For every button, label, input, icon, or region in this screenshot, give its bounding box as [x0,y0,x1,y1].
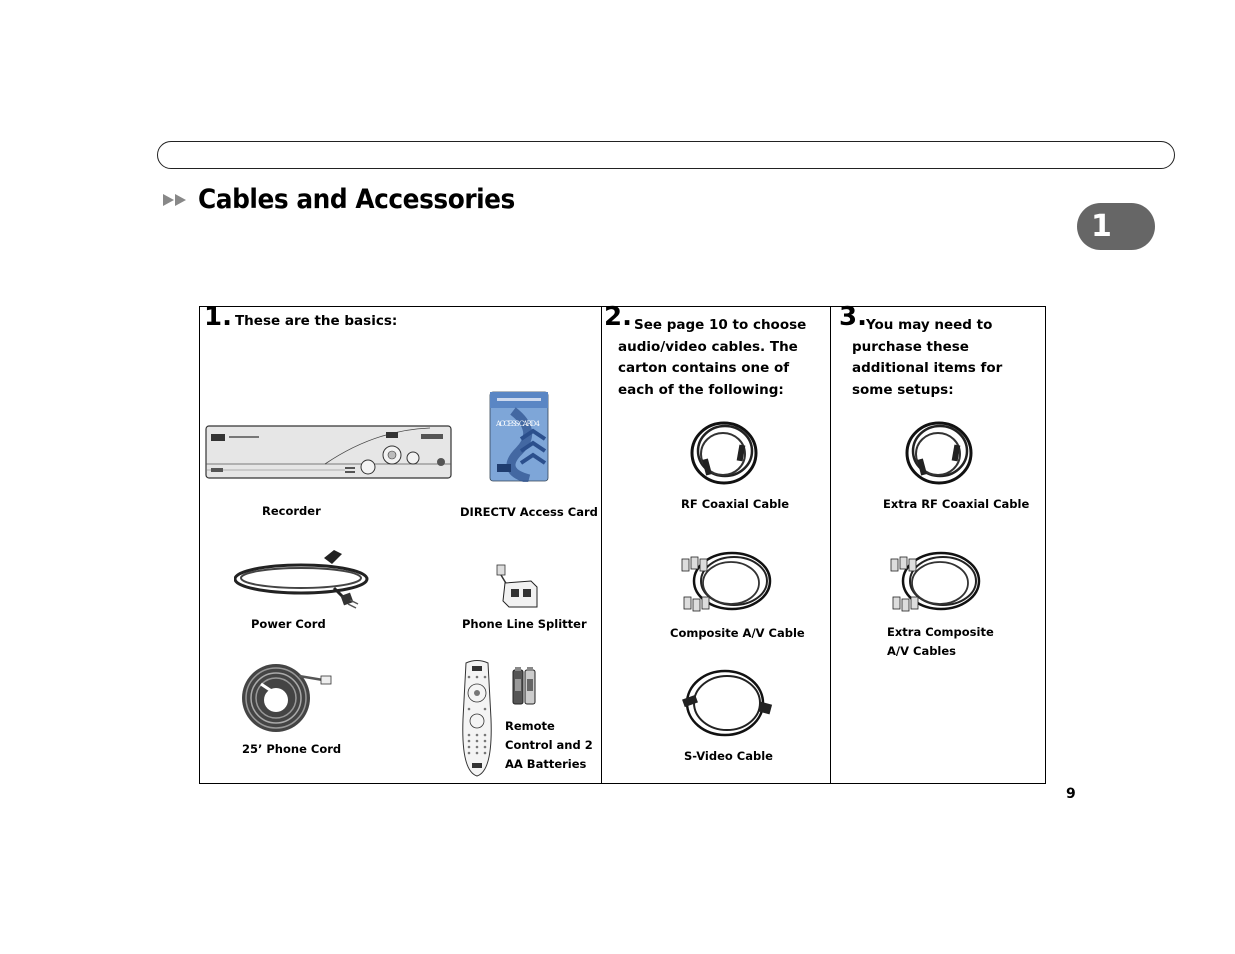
batteries-illustration [512,667,536,705]
step-2-text: See page 10 to choose audio/video cables… [618,317,807,398]
item-label-rf-coaxial: RF Coaxial Cable [681,497,790,511]
item-label-extra-rf-coaxial: Extra RF Coaxial Cable [883,497,1030,511]
step-3-heading: 3. [839,304,1044,333]
phone-cord-illustration [242,664,332,732]
item-label-phone-cord: 25’ Phone Cord [242,742,342,756]
power-cord-illustration [234,550,369,609]
table-border-top [199,306,1046,307]
item-label-recorder: Recorder [262,504,321,518]
item-label-remote-control: Remote Control and 2 AA Batteries [505,719,593,771]
table-border-left [199,306,200,784]
table-border-bottom [199,783,1046,784]
step-2-heading: 2. [604,304,828,333]
step-3-text: You may need to purchase these additiona… [852,317,1003,398]
header-rule-bar [157,141,1175,169]
step-3-number: 3. [839,302,867,332]
item-label-access-card: DIRECTV Access Card [460,505,598,519]
item-label-extra-composite-av: Extra Composite A/V Cables [887,625,994,658]
page-number: 9 [1066,786,1076,802]
page-title: Cables and Accessories [198,184,515,215]
fast-forward-icon [163,193,186,206]
extra-rf-coaxial-cable-illustration [905,421,973,485]
composite-av-cable-illustration [681,551,772,612]
step-1-text: These are the basics: [234,313,398,329]
access-card-illustration: ACCESS CARD 4 [489,391,549,482]
step-1-number: 1. [204,302,232,332]
s-video-cable-illustration [682,669,773,737]
access-card-text: ACCESS CARD 4 [495,420,541,428]
chapter-tab: 1 [1077,203,1155,250]
title-row: Cables and Accessories [163,184,542,215]
step-2-number: 2. [604,302,632,332]
remote-control-illustration [462,660,492,777]
column-divider [830,306,831,784]
table-border-right [1045,306,1046,784]
step-1-heading: 1.These are the basics: [204,304,594,333]
extra-composite-av-cable-illustration [890,551,981,612]
item-label-phone-splitter: Phone Line Splitter [462,617,587,631]
item-label-composite-av: Composite A/V Cable [670,626,805,640]
column-divider [601,306,602,784]
rf-coaxial-cable-illustration [690,421,758,485]
phone-splitter-illustration [496,564,538,608]
item-label-power-cord: Power Cord [251,617,326,631]
item-label-s-video: S-Video Cable [684,749,773,763]
recorder-illustration [205,425,452,479]
